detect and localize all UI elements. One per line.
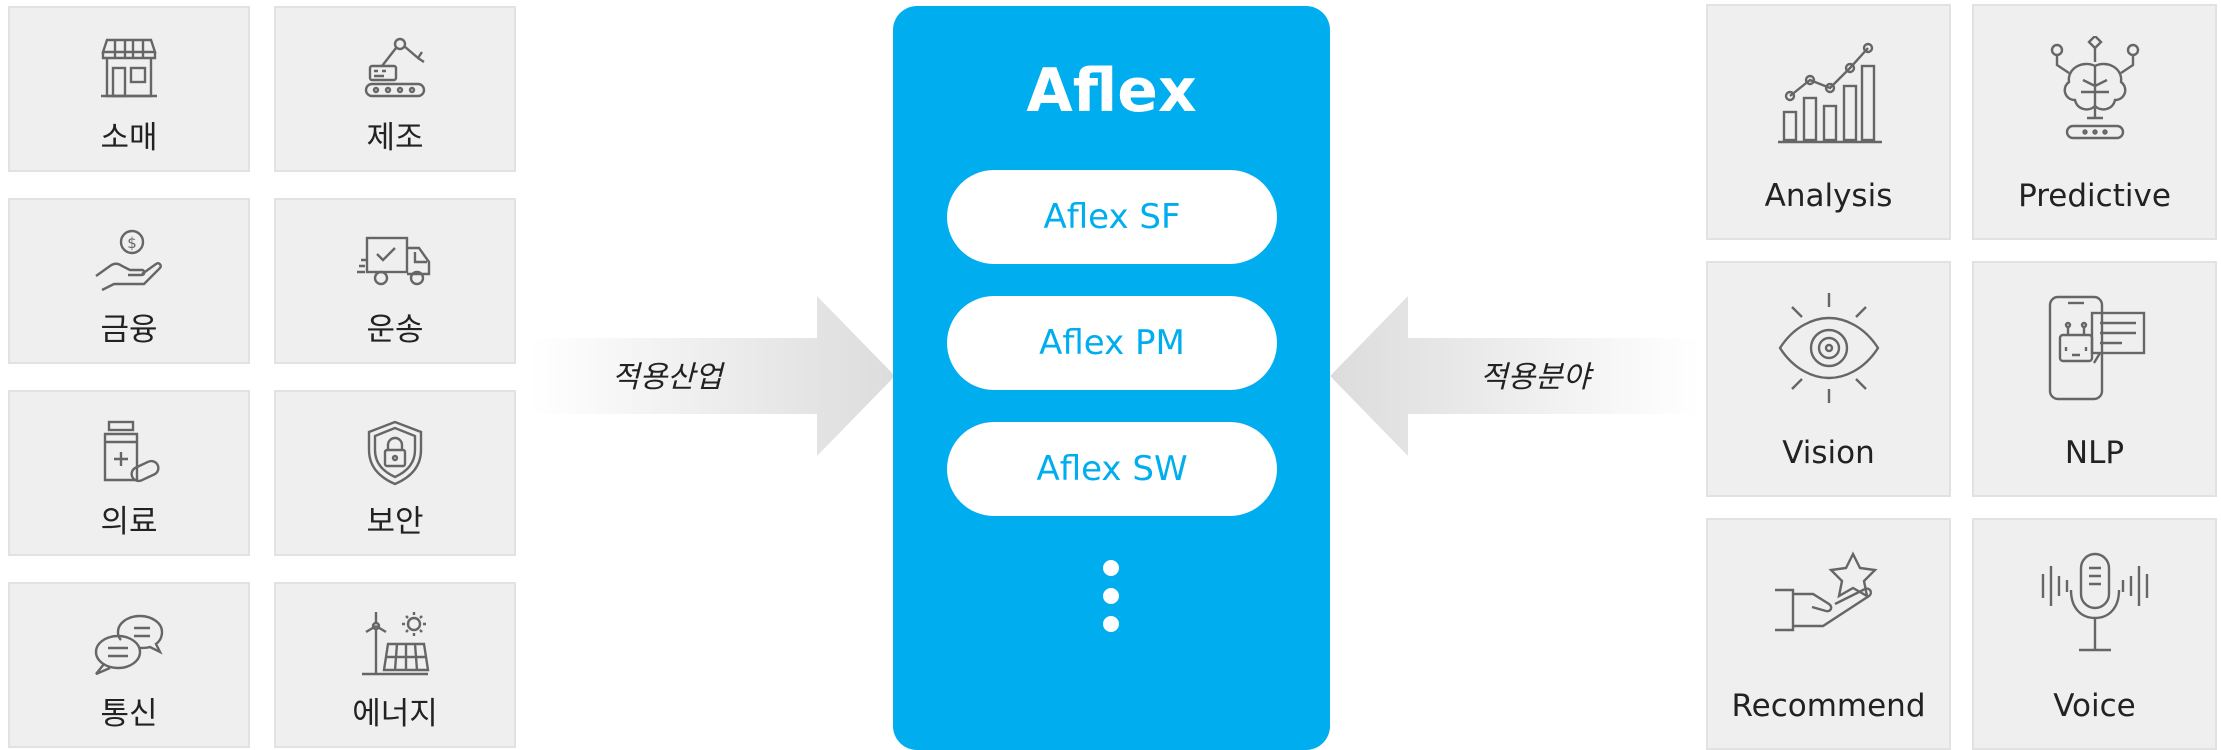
field-label: Voice: [2053, 688, 2136, 724]
field-label: Vision: [1782, 435, 1875, 471]
field-tile-analysis: Analysis: [1706, 4, 1951, 240]
industry-label: 의료: [100, 504, 158, 540]
chat-bubbles-icon: [94, 614, 164, 676]
store-icon: [101, 38, 157, 98]
industry-label: 보안: [366, 504, 424, 540]
coin-hand-icon: $: [95, 229, 162, 292]
industry-label: 소매: [100, 120, 158, 156]
field-label: Analysis: [1764, 178, 1893, 214]
fields-arrow: [1330, 296, 1700, 456]
field-tile-voice: Voice: [1972, 518, 2217, 750]
microphone-icon: [2041, 552, 2148, 652]
aflex-panel: Aflex Aflex SF Aflex PM Aflex SW: [893, 6, 1330, 750]
product-aflex-pm[interactable]: Aflex PM: [947, 296, 1277, 390]
product-aflex-sf[interactable]: Aflex SF: [947, 170, 1277, 264]
industry-label: 제조: [366, 120, 424, 156]
fields-arrow-label: 적용분야: [1480, 360, 1591, 395]
field-label: Recommend: [1731, 688, 1926, 724]
industry-label: 통신: [100, 696, 158, 732]
field-label: Predictive: [2018, 178, 2171, 214]
eye-icon: [1778, 293, 1879, 403]
industry-tile-finance: $ 금융: [8, 198, 250, 364]
svg-text:$: $: [127, 234, 137, 252]
bar-chart-icon: [1777, 42, 1882, 144]
field-label: NLP: [2064, 435, 2125, 471]
more-dot-2: [1103, 588, 1119, 604]
truck-icon: [357, 236, 431, 286]
industry-tile-manufacturing: 제조: [274, 6, 516, 172]
medicine-icon: [103, 420, 160, 483]
phone-chat-icon: [2048, 295, 2145, 401]
industry-label: 금융: [100, 312, 158, 348]
product-aflex-sw[interactable]: Aflex SW: [947, 422, 1277, 516]
industry-label: 운송: [366, 312, 424, 348]
robot-arm-icon: [364, 37, 426, 98]
field-tile-vision: Vision: [1706, 261, 1951, 497]
industry-tile-security: 보안: [274, 390, 516, 556]
panel-title: Aflex: [1026, 56, 1197, 126]
solar-wind-icon: [362, 612, 430, 676]
brain-icon: [2050, 36, 2139, 140]
more-dot-3: [1103, 616, 1119, 632]
field-tile-nlp: NLP: [1972, 261, 2217, 497]
field-tile-recommend: Recommend: [1706, 518, 1951, 750]
shield-lock-icon: [367, 420, 423, 486]
industry-tile-transport: 운송: [274, 198, 516, 364]
industries-arrow-label: 적용산업: [612, 360, 723, 395]
industry-label: 에너지: [352, 696, 438, 732]
hand-star-icon: [1774, 551, 1878, 632]
more-dot-1: [1103, 560, 1119, 576]
industry-tile-medical: 의료: [8, 390, 250, 556]
industry-tile-energy: 에너지: [274, 582, 516, 748]
industry-tile-retail: 소매: [8, 6, 250, 172]
industries-arrow: [530, 296, 895, 456]
industry-tile-telecom: 통신: [8, 582, 250, 748]
field-tile-predictive: Predictive: [1972, 4, 2217, 240]
